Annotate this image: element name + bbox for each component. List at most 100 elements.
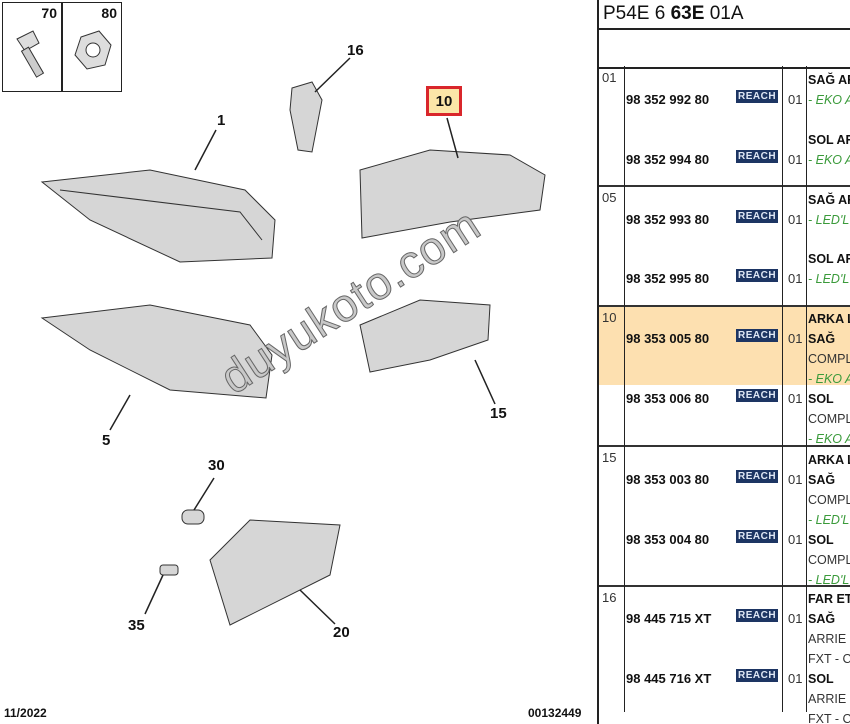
quantity: 01 (788, 611, 803, 626)
callout-10-highlighted[interactable]: 10 (426, 86, 462, 116)
part-number[interactable]: 98 445 716 XT (626, 671, 712, 686)
desc-side: SAĞ AR (808, 193, 850, 207)
table-title: P54E 6 63E 01A (599, 0, 850, 30)
part-description: SAĞ AR - LED'L (808, 190, 850, 230)
leader-lines (109, 57, 496, 625)
group-divider (599, 186, 850, 307)
row-index: 16 (602, 590, 617, 605)
part-description: SOL AR - EKO A (808, 130, 850, 170)
group-divider (599, 446, 850, 587)
diagram-ref: 00132449 (528, 706, 582, 720)
quantity: 01 (788, 532, 803, 547)
callout-5: 5 (102, 432, 111, 449)
column-line (806, 66, 807, 712)
desc-side: SOL (808, 533, 834, 547)
desc-side: SOL (808, 392, 834, 406)
group-divider (599, 66, 850, 187)
part-description: SOL ARRIE FXT - C (808, 669, 850, 724)
box-label: 80 (101, 5, 117, 21)
nut-box: 80 (62, 2, 122, 92)
reach-badge: REACH (736, 530, 779, 543)
header-row (599, 30, 850, 69)
quantity: 01 (788, 271, 803, 286)
lamp-15 (359, 299, 491, 373)
reach-badge: REACH (736, 210, 779, 223)
group-divider (599, 306, 850, 447)
callout-35: 35 (128, 617, 145, 634)
callout-15: 15 (490, 405, 507, 422)
desc-note: - EKO A (808, 93, 850, 107)
desc-detail: COMPL (808, 493, 850, 507)
desc-note: - EKO A (808, 372, 850, 386)
quantity: 01 (788, 391, 803, 406)
part-description: SAĞ AR - EKO A (808, 70, 850, 110)
desc-side: SOL (808, 672, 834, 686)
row-index: 15 (602, 450, 617, 465)
desc-note: - LED'L (808, 573, 850, 587)
desc-side: SOL AR (808, 133, 850, 147)
part-number[interactable]: 98 353 004 80 (626, 532, 710, 547)
desc-detail: COMPL (808, 352, 850, 366)
part-number[interactable]: 98 353 005 80 (626, 331, 710, 346)
desc-note: - LED'L (808, 272, 850, 286)
desc-heading: ARKA L (808, 453, 850, 467)
part-number[interactable]: 98 352 994 80 (626, 152, 710, 167)
lamp-drawings (40, 57, 546, 626)
bracket-16 (289, 81, 323, 153)
desc-note: - LED'L (808, 513, 850, 527)
bolt-icon (16, 30, 45, 78)
desc-detail: ARRIE (808, 692, 847, 706)
part-number[interactable]: 98 352 995 80 (626, 271, 710, 286)
bulb-30 (181, 509, 205, 525)
desc-side: SAĞ (808, 612, 836, 626)
desc-note: - LED'L (808, 213, 850, 227)
reach-badge: REACH (736, 90, 779, 103)
lamp-5 (40, 304, 273, 399)
desc-note: FXT - C (808, 652, 850, 666)
desc-side: SOL AR (808, 252, 850, 266)
desc-side: SAĞ (808, 332, 836, 346)
part-description: ARKA LSAĞCOMPL- LED'L (808, 450, 850, 530)
desc-detail: COMPL (808, 412, 850, 426)
desc-side: SAĞ AR (808, 73, 850, 87)
part-number[interactable]: 98 352 993 80 (626, 212, 710, 227)
column-line (782, 66, 783, 712)
part-number[interactable]: 98 353 006 80 (626, 391, 710, 406)
reach-badge: REACH (736, 329, 779, 342)
part-number[interactable]: 98 445 715 XT (626, 611, 712, 626)
lamp-1-detail (59, 189, 263, 241)
nut-icon (74, 30, 112, 70)
desc-note: - EKO A (808, 153, 850, 167)
quantity: 01 (788, 152, 803, 167)
title-part: 01A (704, 3, 744, 24)
parts-diagram: 70 80 16 10 1 5 15 30 35 (2, 2, 582, 720)
reach-badge: REACH (736, 470, 779, 483)
quantity: 01 (788, 331, 803, 346)
box-label: 70 (41, 5, 57, 21)
part-description: SOL COMPL - LED'L (808, 530, 850, 590)
part-number[interactable]: 98 353 003 80 (626, 472, 710, 487)
reach-badge: REACH (736, 269, 779, 282)
reach-badge: REACH (736, 609, 779, 622)
lamp-1 (40, 169, 276, 263)
title-part: P54E 6 (603, 3, 671, 24)
part-number[interactable]: 98 352 992 80 (626, 92, 710, 107)
part-description: ARKA LSAĞCOMPL- EKO A (808, 309, 850, 389)
part-description: SOL AR - LED'L (808, 249, 850, 289)
desc-detail: COMPL (808, 553, 850, 567)
desc-note: - EKO A (808, 432, 850, 446)
row-index: 10 (602, 310, 617, 325)
reach-badge: REACH (736, 150, 779, 163)
callout-1: 1 (217, 112, 226, 129)
quantity: 01 (788, 92, 803, 107)
title-part: 63E (670, 3, 705, 24)
callout-16: 16 (347, 42, 364, 59)
row-index: 05 (602, 190, 617, 205)
quantity: 01 (788, 472, 803, 487)
column-line (624, 66, 625, 712)
desc-note: FXT - C (808, 712, 850, 724)
reach-badge: REACH (736, 669, 779, 682)
callout-20: 20 (333, 624, 350, 641)
